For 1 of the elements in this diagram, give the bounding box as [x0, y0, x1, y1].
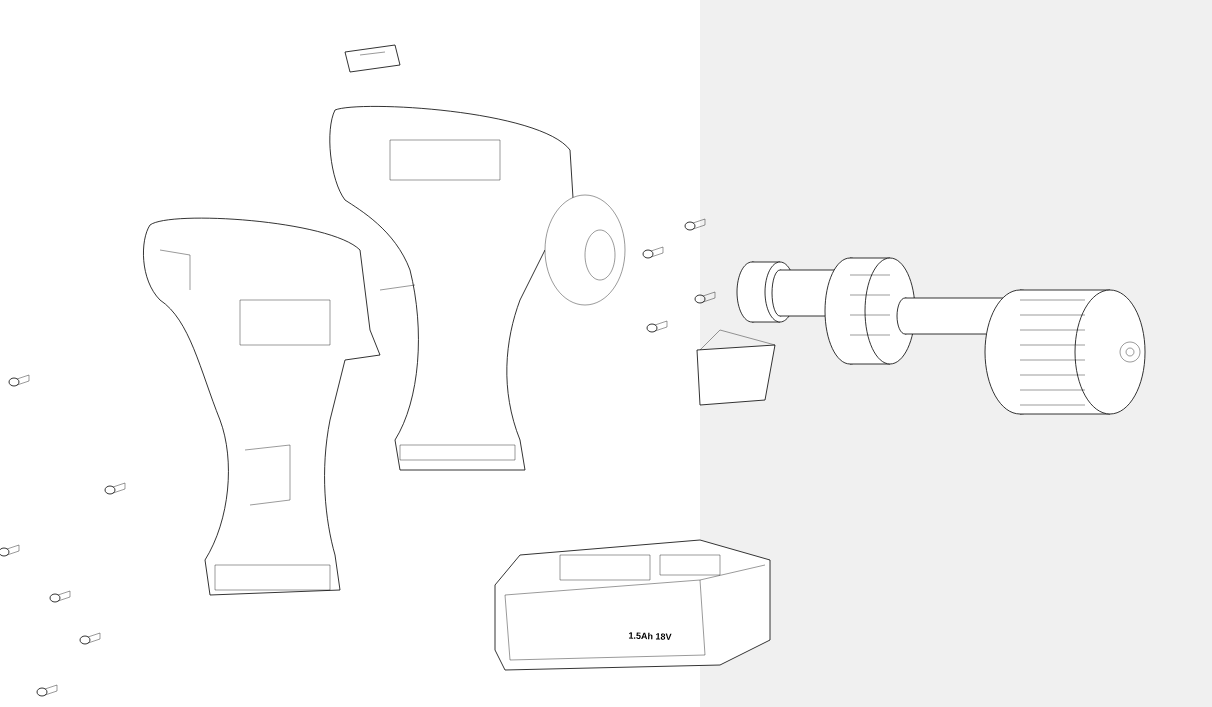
battery-label: 1.5Ah 18V [628, 632, 672, 640]
